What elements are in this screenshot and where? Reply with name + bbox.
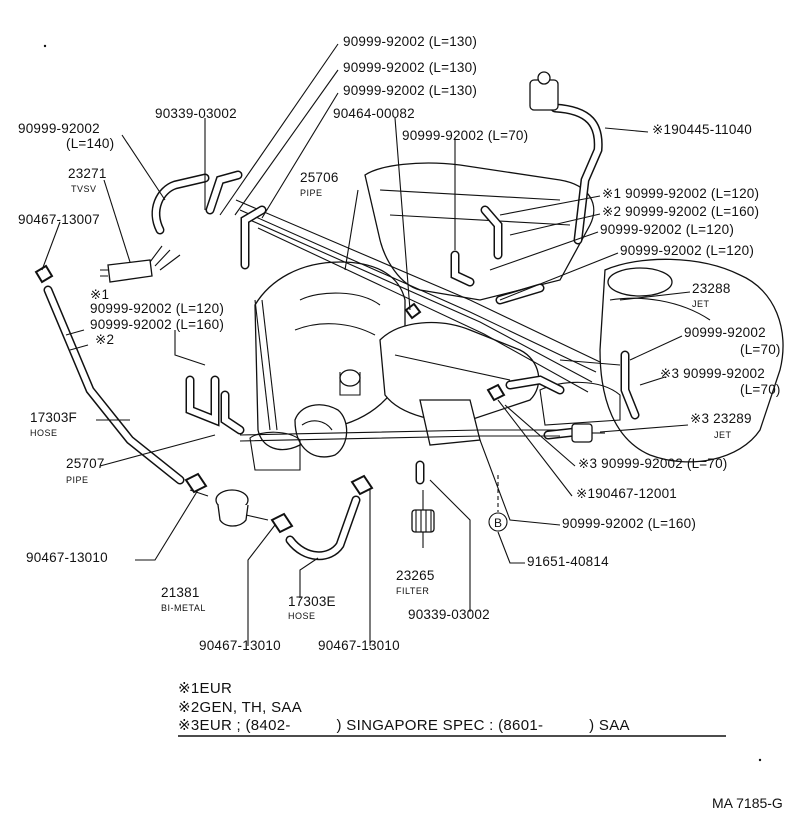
intake-manifold — [364, 162, 595, 446]
callout-c27: ※3 23289 — [690, 411, 752, 426]
callout-c2: 90999-92002 (L=130) — [343, 60, 478, 75]
sublabel-s7: BI-METAL — [161, 603, 206, 613]
callout-c8: 90999-92002 (L=70) — [402, 128, 529, 143]
clamps — [34, 264, 506, 534]
callout-c25: (L=70) — [740, 382, 781, 397]
sublabel-s6: PIPE — [66, 475, 89, 485]
sublabel-s8: HOSE — [288, 611, 316, 621]
marker-b: B — [488, 512, 508, 532]
air-cleaner — [539, 258, 784, 463]
sublabel-s9: FILTER — [396, 586, 430, 596]
pipe-25706 — [235, 199, 601, 393]
callout-c33: 91651-40814 — [527, 554, 609, 569]
callout-c34: 23265 — [396, 568, 435, 583]
marker-b-label: B — [494, 516, 502, 530]
callout-c7: (L=140) — [66, 136, 115, 151]
callout-c12: ※1 90999-92002 (L=120) — [602, 186, 760, 201]
sublabel-s2: PIPE — [300, 188, 323, 198]
callout-c20: 90999-92002 (L=160) — [90, 317, 225, 332]
callout-c5: 90464-00082 — [333, 106, 415, 121]
callout-c38: 90467-13010 — [199, 638, 281, 653]
lower-pipe — [239, 299, 560, 442]
callout-c21: ※2 — [95, 332, 115, 347]
callout-c4: 90339-03002 — [155, 106, 237, 121]
callout-c26: 17303F — [30, 410, 77, 425]
callout-c24: ※3 90999-92002 — [660, 366, 765, 381]
callout-c19: 90999-92002 (L=120) — [90, 301, 225, 316]
callout-c13: ※2 90999-92002 (L=160) — [602, 204, 760, 219]
callout-c32: 90467-13010 — [26, 550, 108, 565]
tvsv-23271 — [100, 245, 181, 283]
bimetal-21381 — [189, 489, 269, 527]
sublabel-s5: JET — [714, 430, 732, 440]
hose-17303e — [285, 495, 361, 561]
note-2: ※2GEN, TH, SAA — [178, 699, 303, 716]
callout-c39: 90467-13010 — [318, 638, 400, 653]
callout-c15: 90999-92002 (L=120) — [600, 222, 735, 237]
hose-17303f — [43, 285, 185, 485]
callout-c36: 17303E — [288, 594, 336, 609]
note-1: ※1EUR — [178, 680, 233, 697]
note-3: ※3EUR ; (8402- ) SINGAPORE SPEC : (8601-… — [178, 717, 630, 734]
callout-c30: ※190467-12001 — [576, 486, 677, 501]
callout-c22: 90999-92002 — [684, 325, 766, 340]
callout-c10: 23271 — [68, 166, 107, 181]
callout-c35: 21381 — [161, 585, 200, 600]
filter-23265 — [411, 490, 435, 548]
callout-c37: 90339-03002 — [408, 607, 490, 622]
callout-c11: 25706 — [300, 170, 339, 185]
callout-c28: 25707 — [66, 456, 105, 471]
callout-c29: ※3 90999-92002 (L=70) — [578, 456, 728, 471]
sublabel-s1: TVSV — [71, 184, 97, 194]
callout-c31: 90999-92002 (L=160) — [562, 516, 697, 531]
callout-c9: ※190445-11040 — [652, 122, 752, 137]
hose-190445 — [529, 71, 603, 245]
jet-23289 — [571, 423, 605, 443]
drawing-code: MA 7185-G — [712, 795, 783, 811]
leader-lines — [41, 43, 691, 646]
callout-c17: 23288 — [692, 281, 731, 296]
callout-c14: 90467-13007 — [18, 212, 100, 227]
callout-c16: 90999-92002 (L=120) — [620, 243, 755, 258]
callout-c6: 90999-92002 — [18, 121, 100, 136]
callout-c1: 90999-92002 (L=130) — [343, 34, 478, 49]
sublabel-s4: HOSE — [30, 428, 58, 438]
small-hoses — [151, 170, 640, 485]
sublabel-s3: JET — [692, 299, 710, 309]
callout-c23: (L=70) — [740, 342, 781, 357]
callout-c18: ※1 — [90, 287, 110, 302]
callout-c3: 90999-92002 (L=130) — [343, 83, 478, 98]
